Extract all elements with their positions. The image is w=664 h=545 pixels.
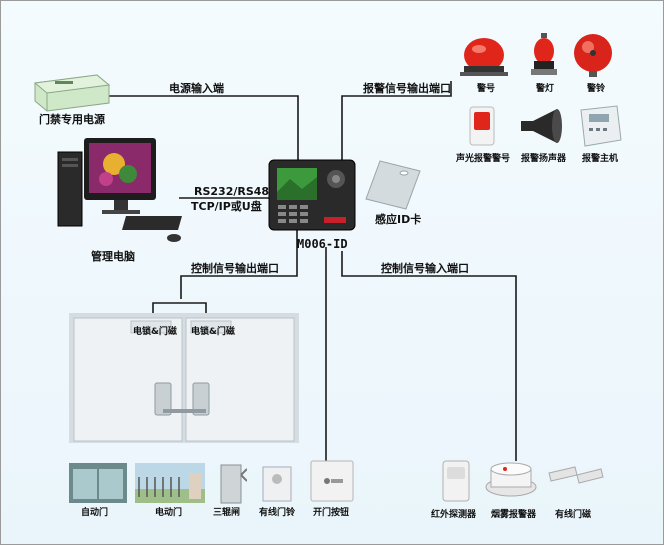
id-card-icon — [365, 160, 421, 210]
electric-gate-icon — [135, 463, 205, 503]
smoke-detector-icon — [485, 462, 537, 497]
alarm-output-label: 报警信号输出端口 — [363, 82, 451, 95]
power-supply-label: 门禁专用电源 — [39, 113, 105, 126]
alarm-device-4-label: 声光报警警号 — [456, 154, 511, 164]
device-model-label: M006-ID — [297, 237, 348, 251]
alarm-device-2-label: 警灯 — [536, 84, 555, 94]
strobe-siren-icon — [469, 106, 495, 146]
wire-lock-split — [152, 302, 207, 319]
alarm-panel-icon — [580, 105, 622, 147]
infrared-detector-icon — [442, 460, 470, 502]
automatic-door-icon — [69, 463, 127, 503]
alarm-device-1-label: 警号 — [477, 84, 496, 94]
alarm-device-3-label: 警铃 — [587, 84, 606, 94]
doorbell-icon — [262, 466, 292, 502]
double-door-icon — [69, 313, 299, 443]
computer-label: 管理电脑 — [91, 250, 135, 263]
wire-control-out — [180, 226, 298, 299]
siren-icon — [460, 38, 508, 76]
wire-control-in — [341, 251, 517, 461]
power-supply-icon — [33, 74, 111, 112]
warning-light-icon — [531, 33, 557, 75]
power-input-label: 电源输入端 — [169, 82, 224, 95]
input-device-3-label: 有线门磁 — [555, 510, 592, 520]
id-card-label: 感应ID卡 — [375, 213, 422, 226]
alarm-bell-icon — [574, 34, 612, 77]
alarm-device-5-label: 报警扬声器 — [521, 154, 567, 164]
pc-link-label-1: RS232/RS485 — [194, 185, 277, 198]
access-terminal-icon — [268, 159, 356, 231]
input-device-1-label: 红外探测器 — [431, 510, 477, 520]
control-device-2-label: 电动门 — [155, 508, 183, 518]
alarm-device-6-label: 报警主机 — [582, 154, 619, 164]
lock-label-left: 电锁&门磁 — [133, 327, 177, 337]
control-output-label: 控制信号输出端口 — [191, 262, 279, 275]
pc-link-label-2: TCP/IP或U盘 — [191, 200, 262, 213]
control-device-3-label: 三辊闸 — [213, 508, 241, 518]
wire-alarm — [341, 81, 452, 161]
computer-icon — [57, 138, 182, 242]
lock-label-right: 电锁&门磁 — [191, 327, 235, 337]
control-input-label: 控制信号输入端口 — [381, 262, 469, 275]
speaker-icon — [521, 109, 562, 143]
control-device-4-label: 有线门铃 — [259, 508, 296, 518]
exit-button-icon — [310, 460, 354, 502]
door-contact-icon — [548, 466, 604, 484]
tripod-turnstile-icon — [220, 464, 247, 504]
control-device-1-label: 自动门 — [81, 508, 109, 518]
input-device-2-label: 烟雾报警器 — [491, 510, 537, 520]
control-device-5-label: 开门按钮 — [313, 508, 350, 518]
